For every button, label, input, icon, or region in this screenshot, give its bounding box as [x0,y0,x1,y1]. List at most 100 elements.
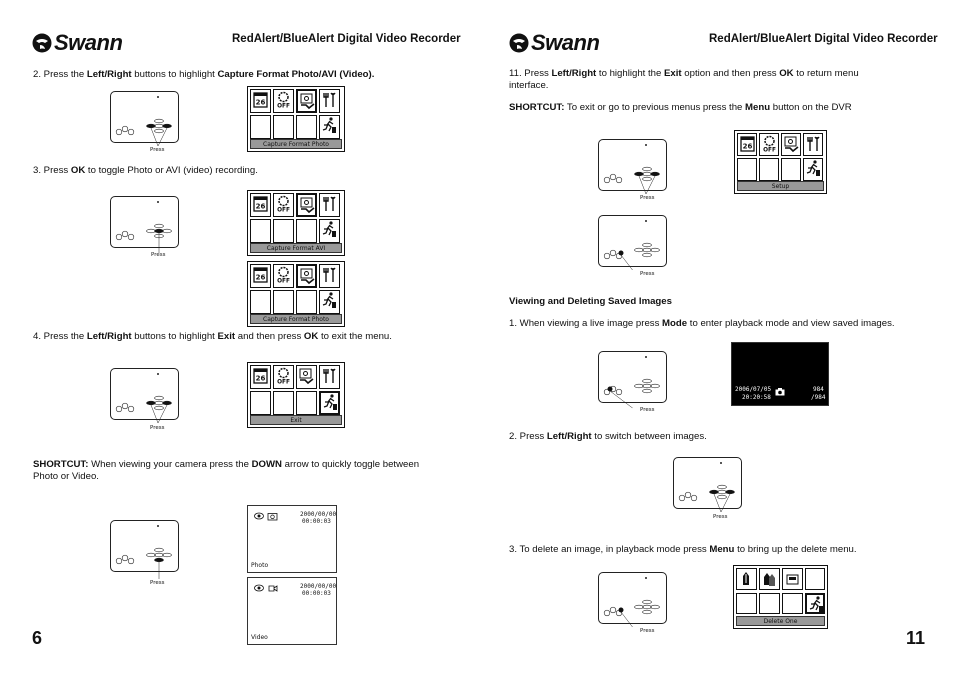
capture-format-icon [299,368,314,385]
dvr-device-mode [598,351,667,409]
calendar-cell: 26 [737,133,757,156]
menu-status-bar: Capture Format Photo [250,314,342,324]
page-header-title: RedAlert/BlueAlert Digital Video Recorde… [709,33,938,45]
auto-off-icon: OFF [277,195,290,214]
calendar-icon: 26 [740,136,755,152]
dvr-device-shortcut [110,520,179,579]
off-label: OFF [763,148,776,154]
page-header-title: RedAlert/BlueAlert Digital Video Recorde… [232,33,461,45]
dvr-buttons [115,395,172,424]
off-label: OFF [277,104,290,110]
exit-cell [319,391,340,415]
swann-logo-text: Swann [531,30,600,55]
exit-runner-icon [806,160,820,176]
dvr-device-step4 [110,368,179,424]
format-cell [782,568,803,590]
swann-logo-text: Swann [54,30,123,55]
press-label: Press [151,252,166,258]
empty-cell [296,290,317,314]
power-led [644,356,647,358]
power-led [719,462,722,464]
exit-cell [319,115,340,139]
empty-cell [250,290,271,314]
delete-one-icon [743,572,749,585]
setup-cell [319,193,340,217]
auto-off-cell: OFF [273,365,294,389]
auto-off-cell: OFF [273,193,294,217]
playback-count: 984 [813,386,824,393]
delete-one-cell [736,568,757,590]
empty-cell [296,391,317,415]
playback-screen: 2006/07/05 20:20:58 984 /984 [731,342,829,406]
delete-menu-bar: Delete One [736,616,825,626]
playback-date: 2006/07/05 [735,386,772,393]
exit-cell [319,219,340,243]
calendar-cell: 26 [250,264,271,288]
auto-off-icon: OFF [277,266,290,285]
capture-format-icon [300,197,315,214]
dvr-device-delete [598,572,667,628]
dvr-buttons [115,547,172,579]
calendar-cell: 26 [250,365,271,389]
empty-cell [805,568,825,590]
camera-icon [775,388,785,396]
dvr-buttons [115,223,172,253]
off-label: OFF [277,380,290,386]
calendar-number: 26 [256,203,266,211]
empty-cell [781,158,801,181]
view-step2-text: 2. Press Left/Right to switch between im… [509,431,707,442]
view-step1-text: 1. When viewing a live image press Mode … [509,318,895,329]
setup-tools-icon [807,136,820,151]
section-title: Viewing and Deleting Saved Images [509,296,672,307]
power-led [156,201,159,203]
swann-logo-icon [32,33,52,53]
empty-cell [296,219,317,243]
empty-cell [273,219,294,243]
calendar-number: 26 [743,143,753,151]
empty-cell [273,290,294,314]
photo-mode-screen: 2000/00/00 00:00:03 Photo [247,505,337,573]
press-label: Press [713,514,728,520]
dvr-buttons [603,242,660,271]
dvr-buttons [115,118,172,147]
dvr-device-menu [598,215,667,271]
exit-runner-icon [322,221,336,237]
auto-off-icon: OFF [277,367,290,386]
delete-all-cell [759,568,780,590]
power-led [156,96,159,98]
auto-off-cell: OFF [759,133,779,156]
dvr-buttons [678,484,735,513]
calendar-number: 26 [256,375,266,383]
exit-runner-icon [323,394,337,410]
power-led [644,220,647,222]
press-label: Press [150,425,165,431]
menu-status-bar: Setup [737,181,824,191]
photo-time: 00:00:03 [302,518,331,525]
eye-video-icon [254,584,278,592]
eye-camera-icon [254,512,278,521]
setup-tools-icon [323,368,336,383]
step4-text: 4. Press the Left/Right buttons to highl… [33,331,392,342]
capture-format-cell [296,89,317,113]
view-step3-text: 3. To delete an image, in playback mode … [509,544,857,555]
empty-cell [296,115,317,139]
format-card-icon [786,574,799,585]
exit-cell [805,593,825,614]
capture-format-icon [784,136,799,153]
setup-cell [319,264,340,288]
press-label: Press [150,580,165,586]
empty-cell [759,593,780,614]
calendar-icon: 26 [253,196,268,212]
setup-cell [319,89,340,113]
calendar-cell: 26 [250,193,271,217]
dvr-buttons [603,599,660,628]
dvr-device-step2 [110,91,179,147]
power-led [156,525,159,527]
video-time: 00:00:03 [302,590,331,597]
press-label: Press [640,407,655,413]
calendar-icon: 26 [253,267,268,283]
setup-cell [803,133,823,156]
capture-format-icon [300,268,315,285]
calendar-icon: 26 [253,92,268,108]
